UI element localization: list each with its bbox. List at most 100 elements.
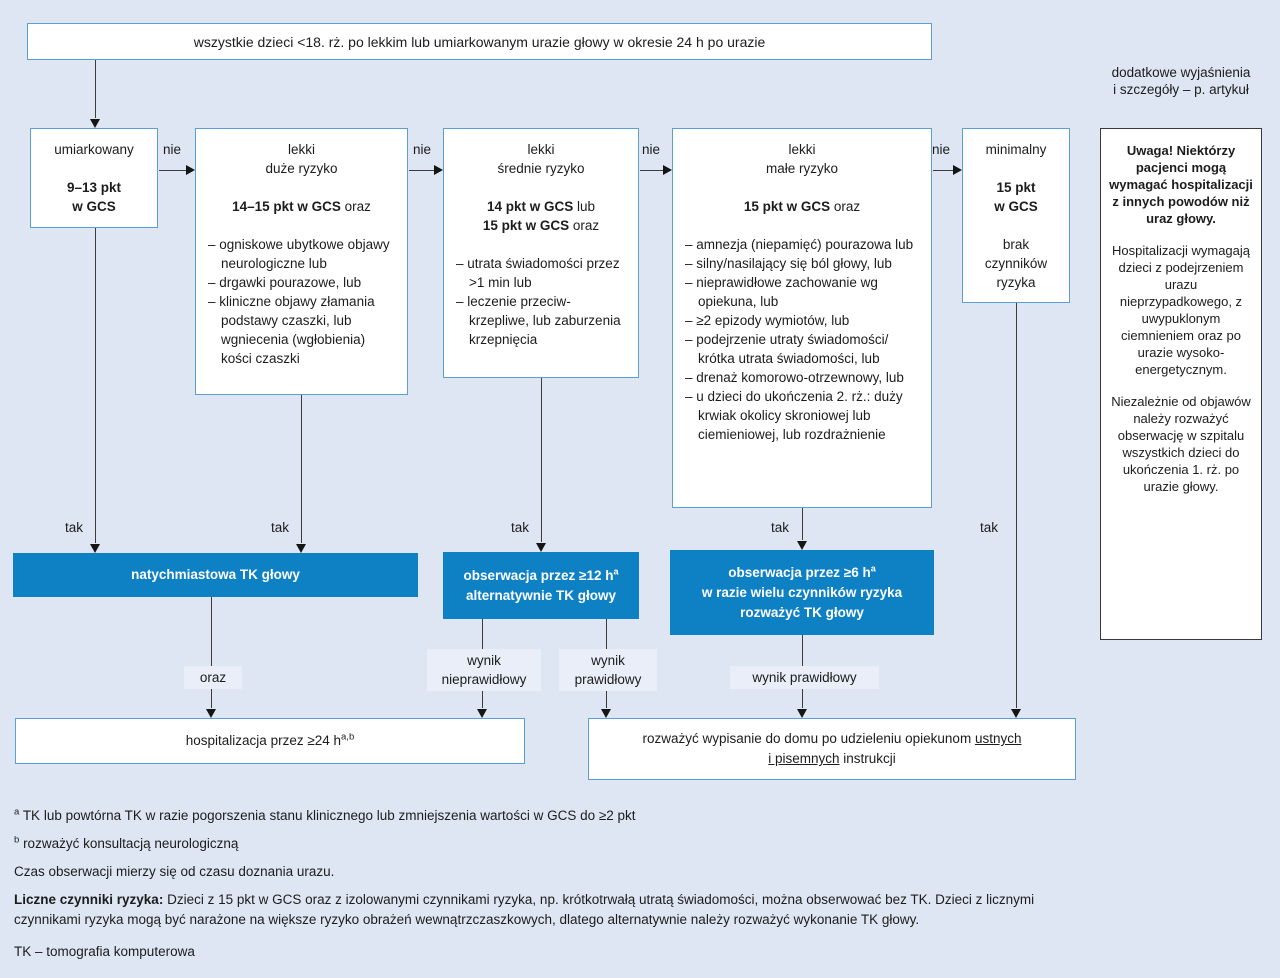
mild-low-title1: lekki xyxy=(788,142,816,157)
mild-high-score: 14–15 pkt w GCS oraz xyxy=(232,199,371,214)
flow-label-result-abnormal: wynik nieprawidłowy xyxy=(427,649,541,691)
criteria-item: – podejrzenie utraty świadomości/ krótka… xyxy=(685,332,889,366)
connector-line xyxy=(301,395,303,543)
action-box-observation-12h: obserwacja przez ≥12 ha alternatywnie TK… xyxy=(443,552,639,619)
edge-label-tak: tak xyxy=(64,520,83,535)
decision-box-minimal: minimalny 15 pkt w GCS brak czynników ry… xyxy=(962,128,1070,303)
flow-label-result-normal: wynik prawidłowy xyxy=(559,649,657,691)
mild-high-title1: lekki xyxy=(287,142,315,157)
immediate-ct-text: natychmiastowa TK głowy xyxy=(131,567,300,582)
arrowhead-down-icon xyxy=(536,543,546,552)
criteria-item: – silny/nasilający się ból głowy, lub xyxy=(685,256,892,271)
criteria-item: – nieprawidłowe zachowanie wg opiekuna, … xyxy=(685,275,878,309)
minimal-score-line2: w GCS xyxy=(994,199,1038,214)
mild-high-criteria: – ogniskowe ubytkowe objawy neurologiczn… xyxy=(208,235,395,368)
edge-label-tak: tak xyxy=(979,520,998,535)
arrowhead-down-icon xyxy=(90,119,100,128)
criteria-item: – ogniskowe ubytkowe objawy neurologiczn… xyxy=(208,237,390,271)
mild-low-title2: małe ryzyko xyxy=(765,161,838,176)
connector-line xyxy=(933,170,953,172)
obs12-line1: obserwacja przez ≥12 ha xyxy=(463,566,619,583)
criteria-item: – u dzieci do ukończenia 2. rż.: duży kr… xyxy=(685,389,903,442)
outcome-box-discharge: rozważyć wypisanie do domu po udzieleniu… xyxy=(588,718,1076,780)
moderate-title: umiarkowany xyxy=(54,142,134,157)
arrowhead-right-icon xyxy=(663,165,672,175)
minimal-title: minimalny xyxy=(985,142,1047,157)
criteria-item: – ≥2 epizody wymiotów, lub xyxy=(685,313,850,328)
flow-label-result-normal: wynik prawidłowy xyxy=(730,666,879,689)
connector-line xyxy=(95,228,97,543)
hospitalization-text: hospitalizacja przez ≥24 ha,b xyxy=(185,731,355,748)
discharge-line2: i pisemnych instrukcji xyxy=(768,751,896,766)
arrowhead-down-icon xyxy=(296,544,306,553)
arrowhead-down-icon xyxy=(90,544,100,553)
mild-medium-score: 14 pkt w GCS lub 15 pkt w GCS oraz xyxy=(482,199,600,233)
connector-line xyxy=(1016,303,1018,708)
start-box-text: wszystkie dzieci <18. rż. po lekkim lub … xyxy=(193,33,766,50)
discharge-line1: rozważyć wypisanie do domu po udzieleniu… xyxy=(642,731,1022,746)
edge-label-tak: tak xyxy=(510,520,529,535)
outcome-box-hospitalization: hospitalizacja przez ≥24 ha,b xyxy=(15,718,525,764)
note-line1: dodatkowe wyjaśnienia xyxy=(1111,65,1251,80)
criteria-item: – kliniczne objawy złamania podstawy cza… xyxy=(208,294,375,366)
mild-low-criteria: – amnezja (niepamięć) pourazowa lub – si… xyxy=(685,235,919,444)
footnote-b: b rozważyć konsultacją neurologiczną xyxy=(14,834,239,851)
start-box: wszystkie dzieci <18. rż. po lekkim lub … xyxy=(27,23,932,60)
note-line2: i szczegóły – p. artykuł xyxy=(1113,82,1249,97)
decision-box-mild-low-risk: lekki małe ryzyko 15 pkt w GCS oraz – am… xyxy=(672,128,932,508)
arrowhead-right-icon xyxy=(434,165,443,175)
obs6-line3: rozważyć TK głowy xyxy=(740,604,864,620)
criteria-item: – drgawki pourazowe, lub xyxy=(208,275,362,290)
connector-line xyxy=(95,60,97,118)
connector-line xyxy=(802,508,804,540)
mild-medium-criteria: – utrata świadomości przez >1 min lub – … xyxy=(456,254,626,349)
connector-line xyxy=(409,170,434,172)
sidebar-paragraph-3: Niezależnie od objawów należy rozważyć o… xyxy=(1111,394,1251,494)
footnote-a: a TK lub powtórna TK w razie pogorszenia… xyxy=(14,806,636,823)
edge-label-nie: nie xyxy=(931,142,950,157)
arrowhead-down-icon xyxy=(477,709,487,718)
connector-line xyxy=(541,378,543,542)
moderate-score-line1: 9–13 pkt xyxy=(66,180,122,195)
sidebar-paragraph-1: Uwaga! Niektórzy pacjenci mogą wymagać h… xyxy=(1109,143,1253,226)
footnote-risk-factors: Liczne czynniki ryzyka: Dzieci z 15 pkt … xyxy=(14,892,1035,927)
action-box-observation-6h: obserwacja przez ≥6 ha w razie wielu czy… xyxy=(670,550,934,635)
footnote-tk-abbreviation: TK – tomografia komputerowa xyxy=(14,944,195,959)
footnotes: a TK lub powtórna TK w razie pogorszenia… xyxy=(14,806,1070,970)
sidebar-note-box: Uwaga! Niektórzy pacjenci mogą wymagać h… xyxy=(1100,128,1262,640)
criteria-item: – utrata świadomości przez >1 min lub xyxy=(456,256,620,290)
arrowhead-down-icon xyxy=(601,709,611,718)
arrowhead-down-icon xyxy=(206,709,216,718)
arrowhead-right-icon xyxy=(953,165,962,175)
mild-low-score: 15 pkt w GCS oraz xyxy=(743,199,861,214)
edge-label-tak: tak xyxy=(270,520,289,535)
edge-label-nie: nie xyxy=(162,142,181,157)
obs6-line1: obserwacja przez ≥6 ha xyxy=(728,563,876,580)
arrowhead-right-icon xyxy=(186,165,195,175)
obs12-line2: alternatywnie TK głowy xyxy=(465,587,617,603)
mild-medium-title1: lekki xyxy=(527,142,555,157)
sidebar-paragraph-2: Hospitalizacji wymagają dzieci z podejrz… xyxy=(1112,243,1250,377)
criteria-item: – drenaż komorowo-otrzewnowy, lub xyxy=(685,370,904,385)
connector-line xyxy=(211,597,213,708)
flow-label-oraz: oraz xyxy=(184,666,242,689)
arrowhead-down-icon xyxy=(797,709,807,718)
mild-medium-title2: średnie ryzyko xyxy=(497,161,585,176)
arrowhead-down-icon xyxy=(1011,709,1021,718)
arrowhead-down-icon xyxy=(797,541,807,550)
minimal-extra: brak czynników ryzyka xyxy=(984,237,1048,290)
obs6-line2: w razie wielu czynników ryzyka xyxy=(701,584,903,600)
minimal-score-line1: 15 pkt xyxy=(996,180,1036,195)
footnote-observation: Czas obserwacji mierzy się od czasu dozn… xyxy=(14,864,335,879)
edge-label-nie: nie xyxy=(641,142,660,157)
connector-line xyxy=(159,170,186,172)
connector-line xyxy=(640,170,663,172)
action-box-immediate-ct: natychmiastowa TK głowy xyxy=(13,553,418,597)
decision-box-mild-medium-risk: lekki średnie ryzyko 14 pkt w GCS lub 15… xyxy=(443,128,639,378)
moderate-score-line2: w GCS xyxy=(72,199,116,214)
decision-box-mild-high-risk: lekki duże ryzyko 14–15 pkt w GCS oraz –… xyxy=(195,128,408,395)
criteria-item: – amnezja (niepamięć) pourazowa lub xyxy=(685,237,914,252)
note-top-right: dodatkowe wyjaśnienia i szczegóły – p. a… xyxy=(1095,64,1267,98)
mild-high-title2: duże ryzyko xyxy=(265,161,338,176)
